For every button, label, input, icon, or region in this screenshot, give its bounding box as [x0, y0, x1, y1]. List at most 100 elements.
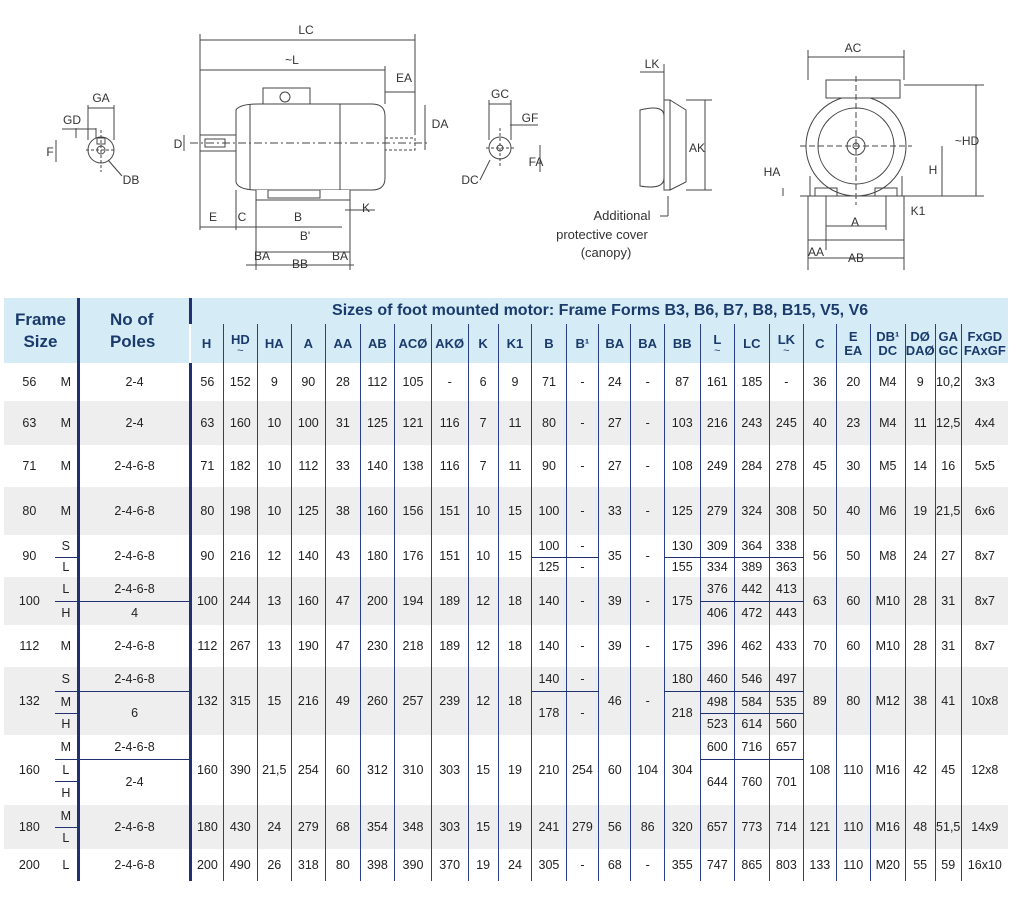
value-cell: -: [565, 557, 599, 577]
column-header: AKØ: [430, 324, 469, 363]
value-cell: 19: [497, 805, 532, 849]
value-cell: 497: [768, 667, 804, 692]
poles-cell: 2-4-6-8: [76, 445, 191, 487]
column-header: K: [467, 324, 499, 363]
value-cell: 15: [467, 805, 499, 849]
column-header: H: [190, 324, 224, 363]
value-cell: 90: [189, 535, 224, 577]
value-cell: 31: [934, 625, 962, 667]
canopy-note-3: (canopy): [581, 245, 632, 260]
value-cell: 523: [699, 713, 735, 735]
value-cell: 132: [189, 667, 224, 735]
canopy-note-1: Additional: [593, 208, 650, 223]
value-cell: 63: [189, 401, 224, 445]
value-cell: 18: [497, 577, 532, 625]
dim-LC: LC: [298, 23, 314, 37]
value-cell: 189: [430, 625, 469, 667]
value-cell: -: [630, 445, 665, 487]
value-cell: 28: [325, 363, 361, 401]
value-cell: 279: [290, 805, 326, 849]
column-header: AB: [359, 324, 395, 363]
value-cell: 230: [359, 625, 395, 667]
frame-size-cell: 80: [4, 487, 55, 535]
value-cell: 16: [934, 445, 962, 487]
table-row: H: [4, 781, 1008, 805]
poles-cell: 2-4-6-8: [76, 735, 191, 760]
value-cell: 716: [734, 735, 770, 760]
value-cell: 112: [290, 445, 326, 487]
value-cell: 279: [565, 805, 599, 849]
frame-size-cell: 71: [22, 459, 37, 473]
value-cell: 279: [699, 487, 735, 535]
value-cell: 354: [359, 805, 395, 849]
value-cell: 51,5: [934, 805, 962, 849]
value-cell: 245: [768, 401, 804, 445]
dim-B1: B': [300, 229, 310, 243]
frame-size-cell: 63: [4, 401, 55, 445]
value-cell: 125: [531, 557, 567, 577]
value-cell: 8x7: [960, 535, 1008, 577]
value-cell: 33: [598, 487, 631, 535]
value-cell: 389: [734, 557, 770, 577]
value-cell: 490: [222, 849, 258, 881]
value-cell: 747: [699, 849, 735, 881]
value-cell: 7: [467, 445, 499, 487]
value-cell: M10: [870, 577, 906, 625]
value-cell: M10: [870, 625, 906, 667]
dimension-table: Frame Size No of Poles Sizes of foot mou…: [4, 298, 1008, 881]
value-cell: 108: [663, 445, 701, 487]
value-cell: 133: [803, 849, 836, 881]
value-cell: 376: [699, 577, 735, 602]
value-cell: 47: [325, 625, 361, 667]
value-cell: 19: [497, 735, 532, 805]
value-cell: 89: [803, 667, 836, 735]
value-cell: 27: [598, 445, 631, 487]
poles-cell: 4: [76, 601, 191, 625]
value-cell: 433: [768, 625, 804, 667]
value-cell: 100: [531, 487, 567, 535]
value-cell: 15: [467, 735, 499, 805]
column-header: HA: [257, 324, 292, 363]
value-cell: 70: [803, 625, 836, 667]
value-cell: 12,5: [934, 401, 962, 445]
column-header: HD~: [222, 324, 258, 363]
value-cell: 152: [222, 363, 258, 401]
value-cell: 160: [222, 401, 258, 445]
poles-cell: 2-4-6-8: [76, 577, 191, 602]
value-cell: 178: [531, 691, 567, 735]
value-cell: 644: [699, 759, 735, 805]
value-cell: 318: [290, 849, 326, 881]
value-cell: 80: [325, 849, 361, 881]
value-cell: 442: [734, 577, 770, 602]
dim-BA-right: BA: [332, 249, 348, 263]
value-cell: 59: [934, 849, 962, 881]
value-cell: M16: [870, 805, 906, 849]
value-cell: 714: [768, 805, 804, 849]
frame-size-cell: 90: [22, 549, 37, 563]
value-cell: 63: [803, 577, 836, 625]
value-cell: 140: [531, 667, 567, 692]
value-cell: 14x9: [960, 805, 1008, 849]
value-cell: 600: [699, 735, 735, 760]
value-cell: 80: [531, 401, 567, 445]
value-cell: 396: [699, 625, 735, 667]
value-cell: 71: [189, 445, 224, 487]
value-cell: 60: [835, 577, 871, 625]
dim-AK: AK: [689, 141, 705, 155]
value-cell: 305: [531, 849, 567, 881]
value-cell: 110: [835, 735, 871, 805]
value-cell: 100: [531, 535, 567, 558]
value-cell: M6: [870, 487, 906, 535]
frame-type-cell: M: [54, 401, 79, 445]
value-cell: 18: [497, 625, 532, 667]
poles-cell: 2-4-6-8: [76, 535, 191, 577]
dim-LK: LK: [645, 57, 660, 71]
value-cell: 218: [394, 625, 432, 667]
poles-cell: 2-4-6-8: [76, 667, 191, 692]
value-cell: 41: [934, 667, 962, 735]
